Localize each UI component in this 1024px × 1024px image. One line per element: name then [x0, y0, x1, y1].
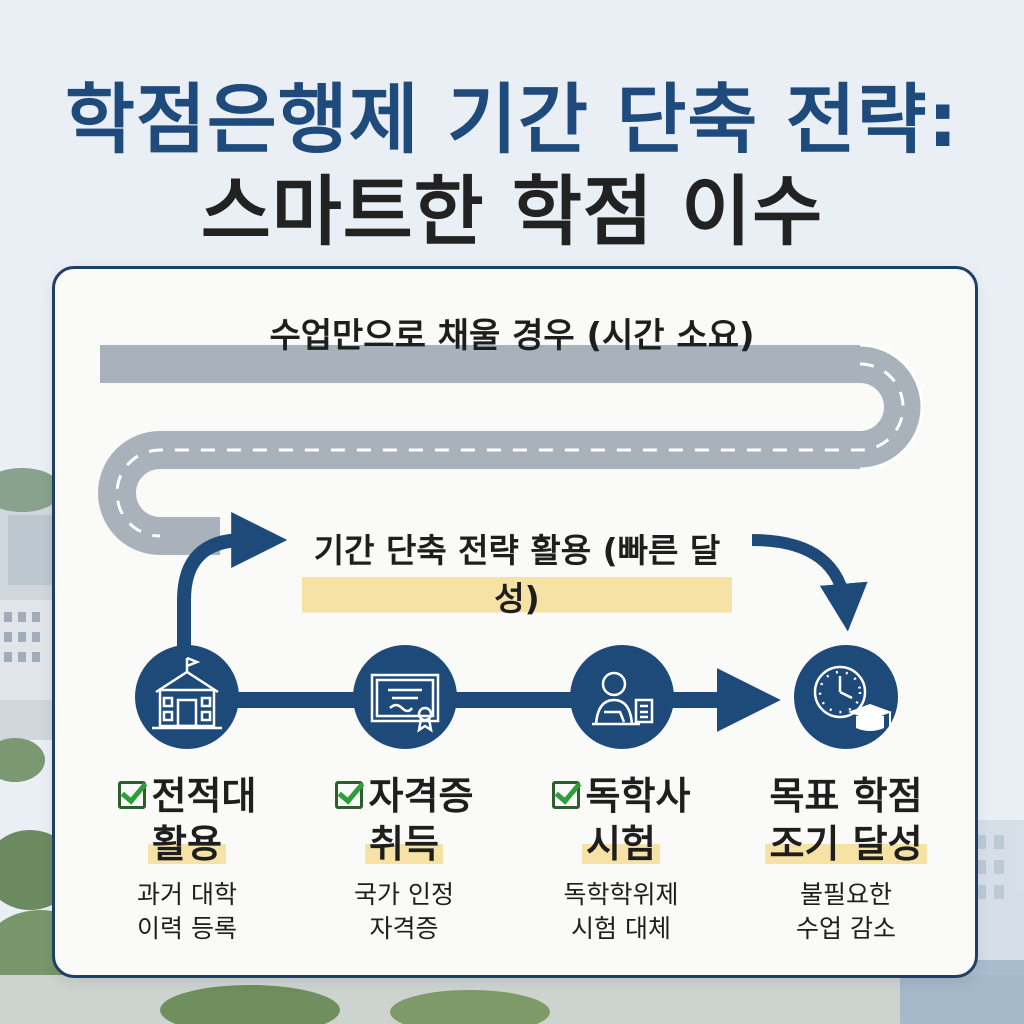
fast-path-arrow — [177, 512, 288, 690]
clock-graduation-cap-icon — [794, 645, 898, 749]
main-subtitle: 스마트한 학점 이수 — [200, 167, 824, 256]
step-title-line1: 자격증 — [368, 774, 474, 818]
checkbox-checked-icon — [551, 780, 580, 809]
step-desc-line2: 자격증 — [369, 914, 439, 943]
step-transfer-credits: 전적대 활용 과거 대학 이력 등록 — [82, 772, 292, 946]
checkbox-checked-icon — [117, 780, 146, 809]
fast-path-label: 기간 단축 전략 활용 (빠른 달성) — [302, 524, 732, 620]
step-title-line2: 조기 달성 — [765, 822, 927, 866]
student-studying-icon — [570, 645, 674, 749]
university-building-icon — [135, 645, 239, 749]
step-desc-line2: 이력 등록 — [137, 914, 237, 943]
step-desc-line1: 과거 대학 — [137, 880, 237, 909]
step-self-study-exam: 독학사 시험 독학학위제 시험 대체 — [516, 772, 726, 946]
step-title-line2: 활용 — [148, 822, 226, 866]
step-goal-achieved: 목표 학점 조기 달성 불필요한 수업 감소 — [741, 772, 951, 946]
main-title: 학점은행제 기간 단축 전략: — [65, 75, 959, 164]
step-title-line1: 목표 학점 — [769, 774, 923, 818]
slow-winding-road — [98, 343, 924, 555]
step-title-line2: 시험 — [582, 822, 660, 866]
step-title-line1: 독학사 — [585, 774, 691, 818]
step-certificate: 자격증 취득 국가 인정 자격증 — [299, 772, 509, 946]
step-desc-line1: 독학학위제 — [563, 880, 679, 909]
checkbox-checked-icon — [334, 780, 363, 809]
step-desc-line1: 국가 인정 — [354, 880, 454, 909]
step-title-line2: 취득 — [365, 822, 443, 866]
step-desc-line1: 불필요한 — [799, 880, 892, 909]
step-title-line1: 전적대 — [151, 774, 257, 818]
certificate-icon — [353, 645, 457, 749]
step-desc-line2: 수업 감소 — [796, 914, 896, 943]
step-desc-line2: 시험 대체 — [571, 914, 671, 943]
goal-curve-arrow — [751, 534, 868, 632]
slow-path-label: 수업만으로 채울 경우 (시간 소요) — [269, 316, 755, 356]
